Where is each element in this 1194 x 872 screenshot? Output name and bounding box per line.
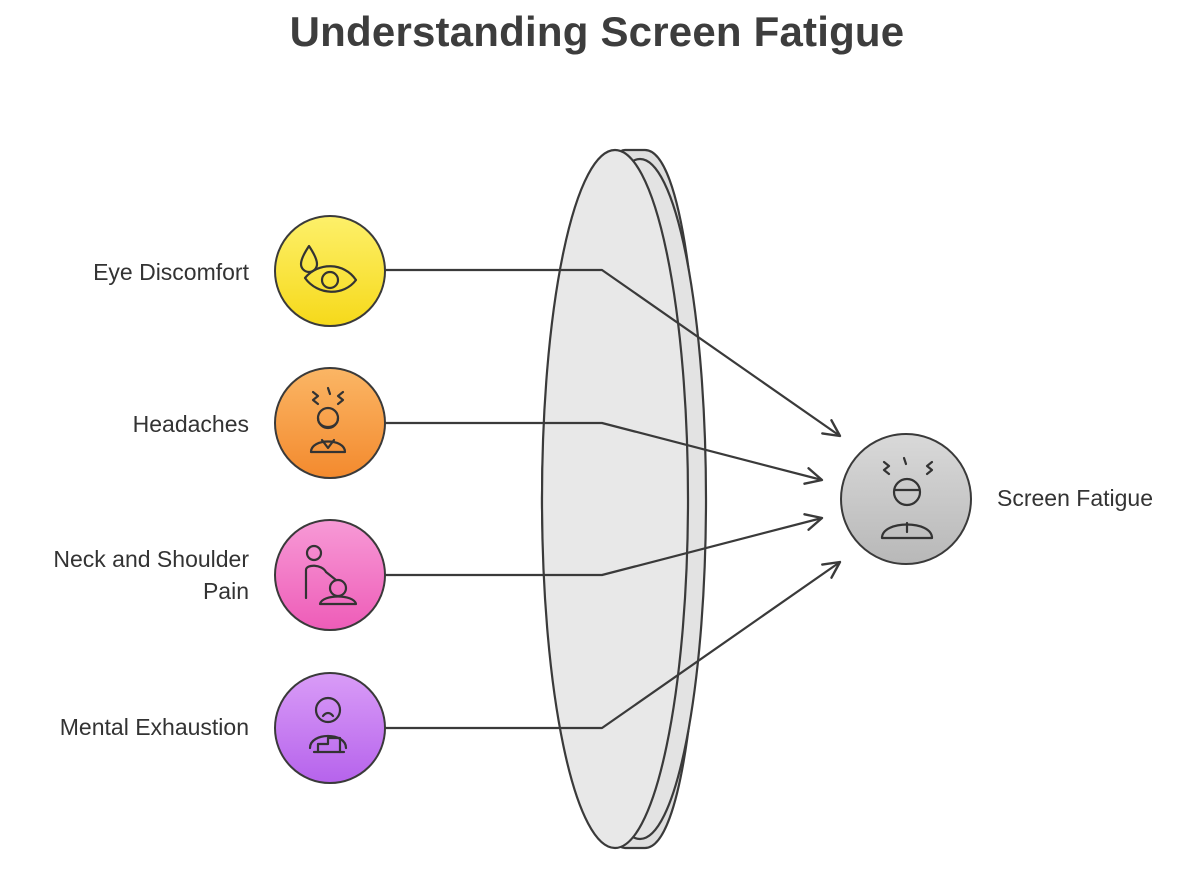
effect-node-screen-fatigue [840, 433, 972, 565]
neck-pain-person-icon [304, 544, 358, 606]
lens-shape [540, 148, 708, 850]
cause-node-mental-exhaustion [274, 672, 386, 784]
diagram-title: Understanding Screen Fatigue [289, 8, 905, 55]
cause-label-mental-exhaustion: Mental Exhaustion [59, 714, 249, 740]
connector-eye-discomfort [384, 268, 842, 438]
eye-tear-icon [299, 244, 358, 293]
cause-label-eye-discomfort: Eye Discomfort [93, 259, 249, 285]
cause-node-eye-discomfort [274, 215, 386, 327]
stressed-person-icon [880, 456, 934, 540]
connector-headaches [384, 421, 824, 485]
exhausted-person-icon [308, 696, 348, 754]
connector-mental-exhaustion [384, 560, 842, 730]
cause-label-neck-shoulder-pain: Neck and Shoulder Pain [53, 546, 249, 604]
cause-node-headaches [274, 367, 386, 479]
headache-person-icon [309, 386, 347, 454]
effect-label-screen-fatigue: Screen Fatigue [997, 485, 1153, 511]
connectors [384, 268, 842, 730]
cause-label-headaches: Headaches [132, 411, 249, 437]
connector-neck-shoulder-pain [384, 513, 824, 577]
cause-node-neck-shoulder-pain [274, 519, 386, 631]
